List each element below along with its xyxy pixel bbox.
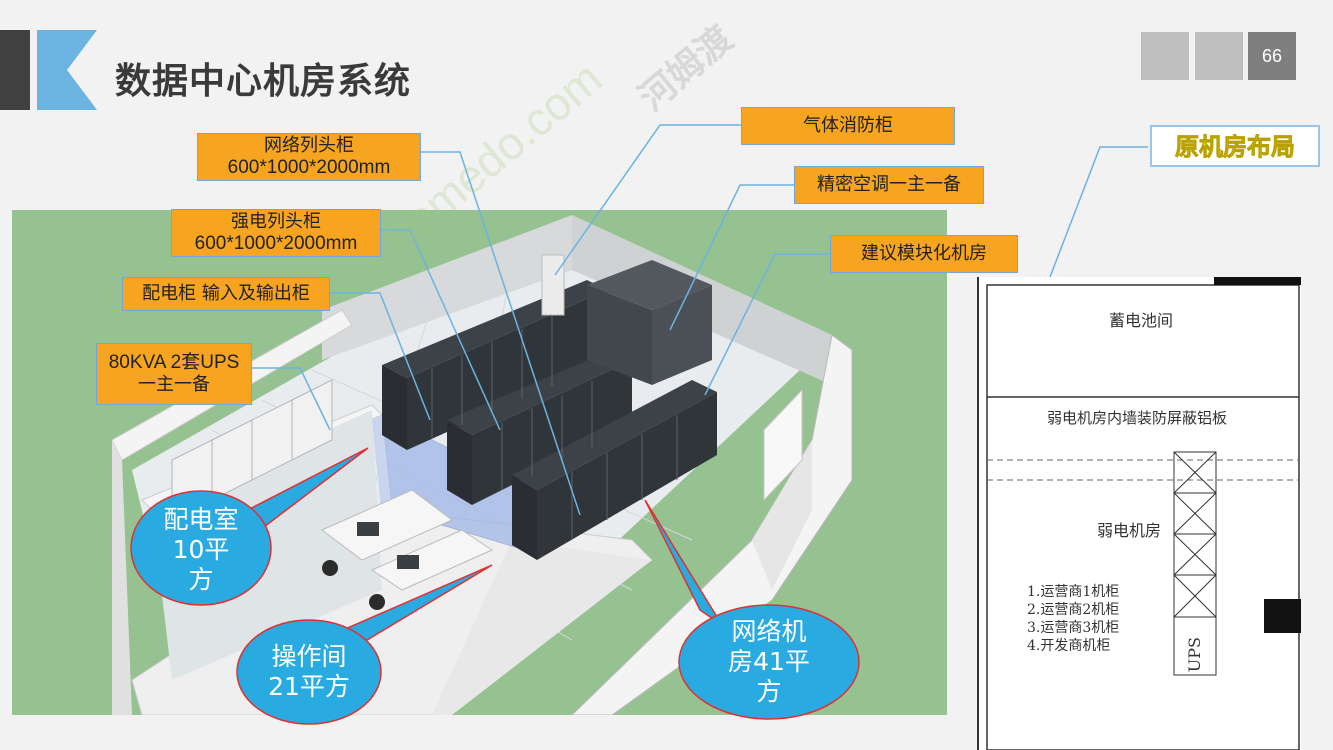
label-ups: 80KVA 2套UPS 一主一备 [96, 343, 252, 405]
plan-cabinet-list: 1.运营商1机柜 2.运营商2机柜 3.运营商3机柜 4.开发商机柜 [1027, 583, 1119, 655]
label-network-head-cabinet-size: 600*1000*2000mm [227, 157, 391, 178]
original-floor-plan: 蓄电池间 弱电机房内墙装防屏蔽铝板 弱电机房 1.运营商1机柜 2.运营商2机柜… [977, 277, 1301, 750]
page-title: 数据中心机房系统 [115, 61, 412, 102]
bubble-network-room: 网络机 房41平 方 [728, 617, 810, 706]
floor-plan-drawing [986, 277, 1301, 750]
header-gray-box-1 [1141, 32, 1189, 80]
original-layout-tag: 原机房布局 [1150, 125, 1320, 167]
plan-ups-label: UPS [1185, 637, 1204, 673]
label-power-head-cabinet-size: 600*1000*2000mm [194, 233, 358, 254]
label-network-head-cabinet-name: 网络列头柜 [264, 135, 354, 156]
header-dark-bar [0, 30, 30, 110]
bubble-distribution-room: 配电室 10平 方 [163, 505, 239, 594]
label-power-head-cabinet-name: 强电列头柜 [231, 211, 321, 232]
label-gas-fire-cabinet: 气体消防柜 [741, 107, 955, 145]
label-precision-ac: 精密空调一主一备 [794, 166, 984, 204]
plan-list-item: 4.开发商机柜 [1027, 638, 1111, 654]
plan-list-item: 1.运营商1机柜 [1027, 584, 1120, 600]
bubble-operation-room: 操作间 21平方 [268, 642, 350, 701]
plan-wall-note: 弱电机房内墙装防屏蔽铝板 [1047, 409, 1228, 427]
label-ups-line2: 一主一备 [138, 374, 210, 395]
watermark-brand-cn: 河姆渡 [631, 18, 741, 120]
label-network-head-cabinet: 网络列头柜 600*1000*2000mm [197, 133, 421, 181]
label-power-head-cabinet: 强电列头柜 600*1000*2000mm [171, 209, 381, 257]
plan-list-item: 2.运营商2机柜 [1027, 602, 1120, 618]
label-modular-room: 建议模块化机房 [830, 235, 1018, 273]
plan-list-item: 3.运营商3机柜 [1027, 620, 1120, 636]
header-gray-box-2 [1195, 32, 1243, 80]
label-ups-line1: 80KVA 2套UPS [108, 352, 240, 373]
label-distribution-cabinet: 配电柜 输入及输出柜 [122, 277, 330, 311]
header-chevron-icon [37, 30, 97, 110]
plan-weak-room: 弱电机房 [1097, 521, 1162, 540]
page-number: 66 [1248, 32, 1296, 80]
plan-battery-room: 蓄电池间 [1109, 311, 1174, 330]
